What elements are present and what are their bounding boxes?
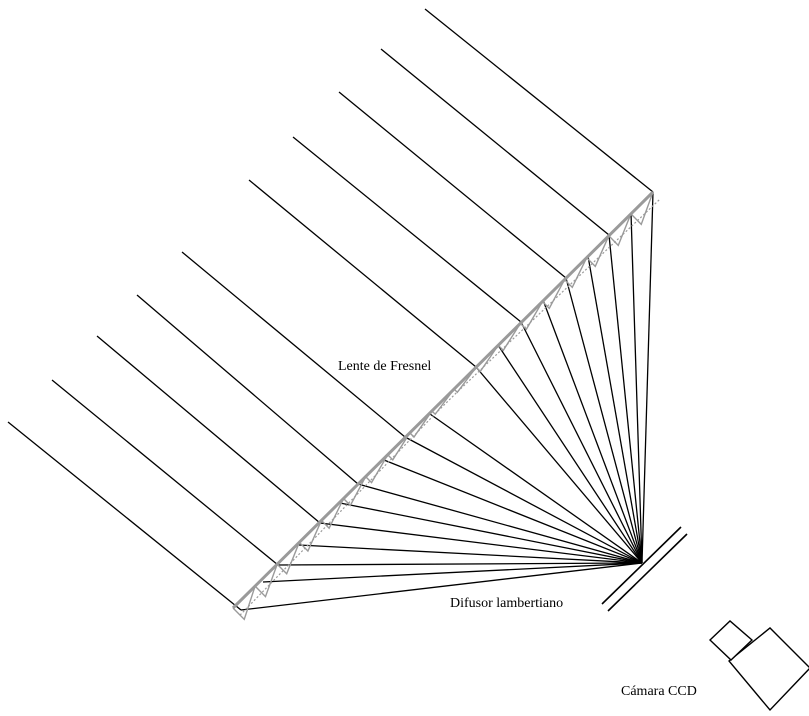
- focused-ray: [630, 212, 643, 564]
- ccd-camera: [708, 620, 809, 712]
- fresnel-tooth: [541, 279, 566, 310]
- fresnel-lens-surface: [231, 190, 655, 610]
- focused-ray: [383, 459, 643, 564]
- fresnel-tooth: [497, 322, 521, 352]
- focused-ray: [319, 522, 643, 564]
- incident-ray: [96, 335, 321, 524]
- incident-ray: [248, 179, 477, 368]
- fresnel-lens: [231, 190, 661, 621]
- focused-ray: [475, 366, 643, 564]
- focused-ray: [641, 191, 654, 564]
- incident-rays: [7, 8, 654, 611]
- lambertian-diffuser: [601, 526, 688, 612]
- incident-ray: [181, 251, 406, 438]
- fresnel-tooth: [586, 235, 610, 268]
- incident-ray: [338, 91, 567, 279]
- fresnel-tooth: [387, 432, 411, 461]
- focused-ray: [357, 483, 643, 564]
- incident-ray: [292, 136, 522, 323]
- fresnel-tooth: [365, 454, 389, 484]
- fresnel-tooth: [519, 301, 544, 331]
- focused-ray: [339, 502, 643, 564]
- incident-ray: [380, 48, 610, 236]
- incident-ray: [7, 421, 242, 611]
- focused-ray: [565, 277, 643, 564]
- fresnel-tooth: [409, 410, 433, 439]
- fresnel-lens-label: Lente de Fresnel: [338, 359, 431, 374]
- fresnel-tooth: [630, 191, 654, 226]
- focused-ray: [587, 255, 643, 564]
- focused-ray: [520, 321, 643, 564]
- fresnel-tooth: [564, 257, 588, 289]
- focused-ray: [262, 562, 643, 583]
- focused-ray: [429, 413, 643, 564]
- focused-ray: [608, 234, 643, 564]
- fresnel-tooth: [475, 344, 499, 373]
- focused-ray: [542, 299, 643, 564]
- incident-ray: [51, 379, 279, 566]
- fresnel-tooth: [254, 563, 278, 598]
- camera-body: [728, 627, 809, 712]
- incident-ray: [136, 294, 359, 485]
- camera-lens-housing: [708, 620, 754, 661]
- fresnel-tooth: [453, 366, 477, 394]
- fresnel-tooth: [298, 520, 323, 553]
- incident-ray: [424, 8, 654, 193]
- fresnel-lens-dotted-profile: [239, 198, 661, 616]
- focused-ray: [298, 544, 643, 564]
- diffuser-line-front: [601, 526, 682, 605]
- focused-ray: [277, 562, 643, 566]
- camera-label: Cámara CCD: [621, 684, 697, 699]
- fresnel-tooth: [232, 585, 256, 621]
- diffuser-line-back: [607, 533, 688, 612]
- fresnel-tooth: [320, 498, 345, 530]
- focused-rays: [240, 191, 654, 611]
- fresnel-tooth: [608, 213, 632, 247]
- focused-ray: [240, 562, 643, 611]
- focused-ray: [404, 436, 643, 564]
- diffuser-label: Difusor lambertiano: [450, 596, 563, 611]
- fresnel-lens-teeth: [232, 191, 654, 621]
- focused-ray: [497, 344, 643, 564]
- fresnel-tooth: [343, 476, 367, 507]
- fresnel-tooth: [276, 542, 300, 576]
